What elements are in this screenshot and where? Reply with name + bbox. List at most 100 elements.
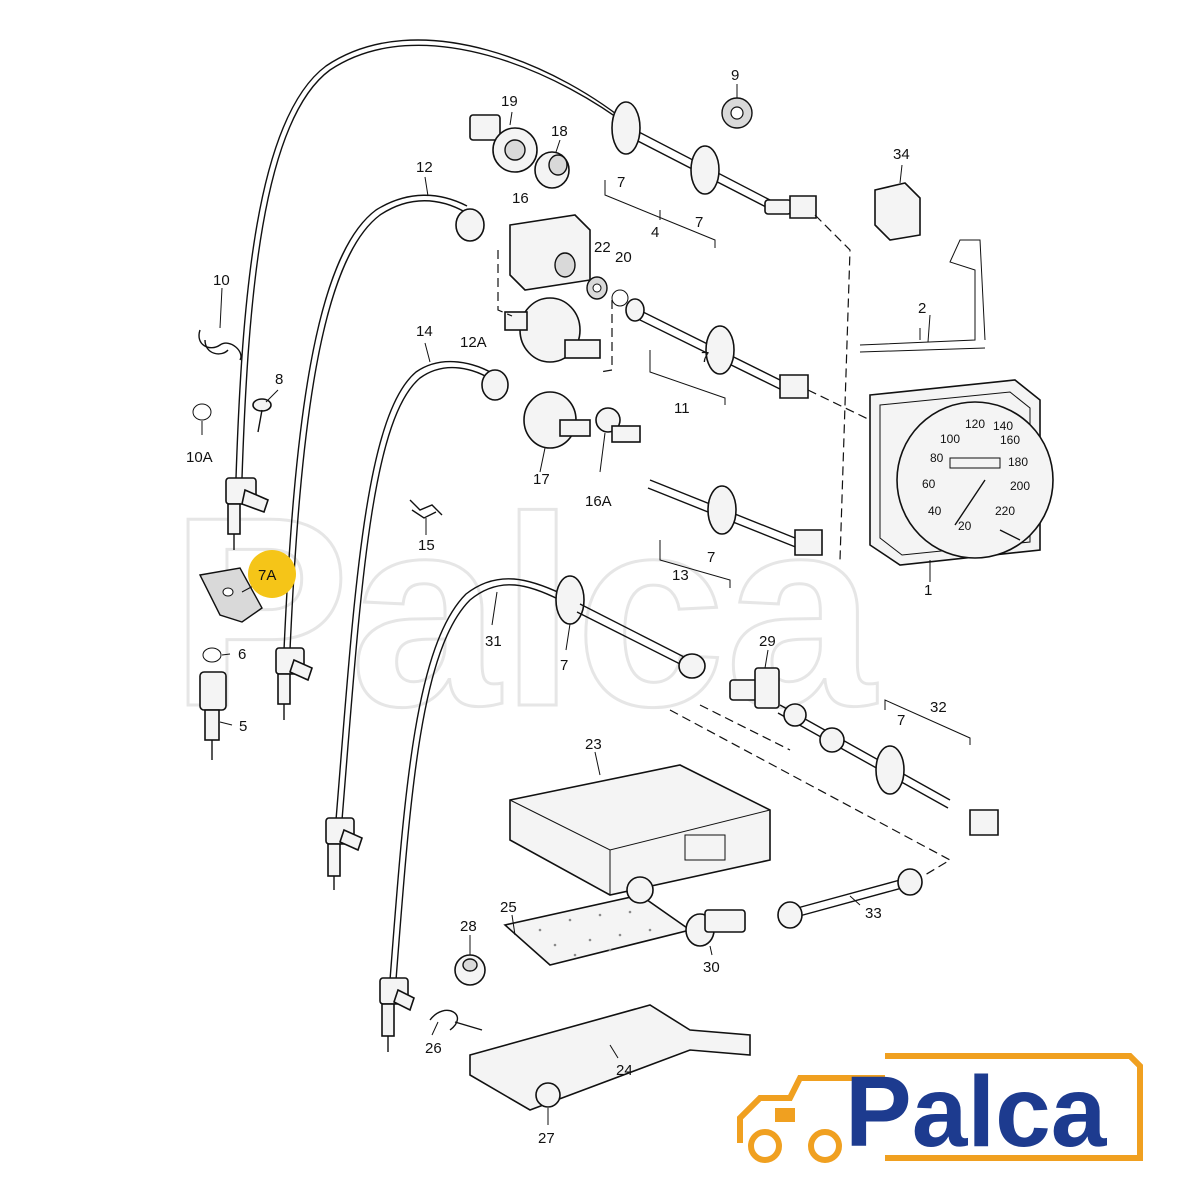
part-25-plate — [503, 894, 692, 966]
cable-end-10 — [225, 477, 269, 550]
part-27-grommet — [535, 1082, 561, 1108]
label-26: 26 — [425, 1040, 442, 1057]
cable-33 — [777, 868, 923, 929]
label-10: 10 — [213, 272, 230, 289]
label-22: 22 — [594, 239, 611, 256]
part-labels: 9 19 18 34 12 16 7 7 4 22 20 10 2 14 12A… — [186, 67, 947, 1147]
part-16-unit — [509, 214, 591, 291]
part-2-bracket — [859, 239, 986, 353]
label-1: 1 — [924, 582, 932, 599]
label-8: 8 — [275, 371, 283, 388]
svg-text:220: 220 — [995, 504, 1015, 518]
logo-text: Palca — [845, 1056, 1108, 1168]
label-9: 9 — [731, 67, 739, 84]
part-15-clip — [409, 499, 443, 519]
part-30-angle-drive — [626, 876, 746, 947]
part-6-circlip — [202, 647, 222, 663]
part-22-ring — [586, 276, 608, 300]
cable-4-assembly — [611, 101, 817, 219]
svg-text:60: 60 — [922, 477, 936, 491]
part-26-clip — [429, 1009, 483, 1031]
label-7-c: 7 — [701, 349, 709, 366]
part-10-clamp — [198, 329, 242, 361]
cable-14-connector — [481, 369, 509, 401]
highlight-7A-marker — [248, 550, 296, 598]
label-32: 32 — [930, 699, 947, 716]
part-17-gear — [523, 391, 591, 449]
cable-13-assembly — [647, 479, 823, 556]
cable-14 — [335, 360, 498, 821]
car-icon — [737, 1053, 1143, 1163]
label-16A: 16A — [585, 493, 612, 510]
label-24: 24 — [616, 1062, 633, 1079]
cable-12 — [283, 194, 468, 651]
cable-10-long — [235, 39, 641, 479]
part-16A-adapter — [595, 407, 641, 443]
label-15: 15 — [418, 537, 435, 554]
label-12A: 12A — [460, 334, 487, 351]
svg-text:120: 120 — [965, 417, 985, 431]
label-30: 30 — [703, 959, 720, 976]
label-13: 13 — [672, 567, 689, 584]
dash-line-1 — [814, 214, 851, 561]
label-7A: 7A — [258, 567, 276, 584]
label-17: 17 — [533, 471, 550, 488]
label-25: 25 — [500, 899, 517, 916]
svg-text:100: 100 — [940, 432, 960, 446]
speedometer-scale: 20 40 60 80 100 120 140 160 180 200 220 — [922, 417, 1030, 533]
part-34-clip — [874, 182, 921, 241]
cable-end-12 — [275, 647, 313, 720]
label-10A: 10A — [186, 449, 213, 466]
label-14: 14 — [416, 323, 433, 340]
part-5-drive-pinion — [199, 671, 227, 760]
label-23: 23 — [585, 736, 602, 753]
svg-text:20: 20 — [958, 519, 972, 533]
label-34: 34 — [893, 146, 910, 163]
label-7-a: 7 — [617, 174, 625, 191]
label-12: 12 — [416, 159, 433, 176]
cable-32-assembly — [777, 703, 999, 836]
bracket-11 — [649, 350, 726, 405]
leader-lines — [201, 84, 931, 1125]
speedometer-dial — [896, 401, 1054, 559]
part-19-sender — [469, 114, 538, 173]
label-7-d: 7 — [707, 549, 715, 566]
part-20-washer — [611, 289, 629, 307]
svg-text:140: 140 — [993, 419, 1013, 433]
svg-text:80: 80 — [930, 451, 944, 465]
label-11: 11 — [674, 400, 690, 417]
watermark-text: Palca — [170, 462, 877, 763]
label-7-b: 7 — [695, 214, 703, 231]
label-7-e: 7 — [560, 657, 568, 674]
label-31: 31 — [485, 633, 502, 650]
label-29: 29 — [759, 633, 776, 650]
part-29-tee — [729, 667, 780, 709]
part-18-plug — [534, 151, 570, 189]
part-23-control-unit — [509, 764, 771, 896]
cable-end-31 — [379, 977, 415, 1052]
part-7A-bracket-highlighted — [198, 567, 263, 623]
part-8-screw — [252, 398, 272, 433]
label-6: 6 — [238, 646, 246, 663]
label-19: 19 — [501, 93, 518, 110]
bracket-13 — [659, 540, 731, 588]
label-28: 28 — [460, 918, 477, 935]
label-2: 2 — [918, 300, 926, 317]
label-4: 4 — [651, 224, 659, 241]
label-20: 20 — [615, 249, 632, 266]
part-10A-ring — [192, 403, 212, 421]
label-5: 5 — [239, 718, 247, 735]
svg-text:160: 160 — [1000, 433, 1020, 447]
label-16: 16 — [512, 190, 529, 207]
svg-text:200: 200 — [1010, 479, 1030, 493]
label-27: 27 — [538, 1130, 555, 1147]
label-18: 18 — [551, 123, 568, 140]
cable-11-assembly — [625, 298, 809, 399]
svg-text:40: 40 — [928, 504, 942, 518]
part-12A-gear — [504, 297, 601, 363]
label-33: 33 — [865, 905, 882, 922]
svg-text:180: 180 — [1008, 455, 1028, 469]
label-7-f: 7 — [897, 712, 905, 729]
part-9-ring — [721, 97, 753, 129]
